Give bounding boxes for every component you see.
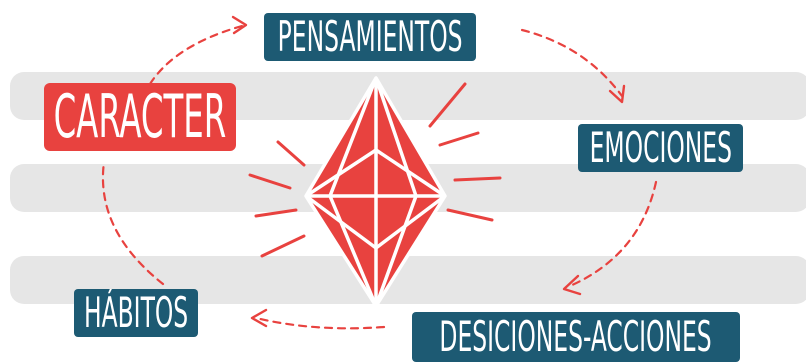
arrow-habitos-to-caracter (101, 160, 165, 286)
label-desiciones-acciones: DESICIONES-ACCIONES (412, 312, 740, 362)
arrowhead-habitos (250, 308, 268, 328)
arrow-caracter-to-pensamientos (148, 24, 244, 86)
label-habitos: HÁBITOS (74, 289, 198, 337)
label-caracter: CARACTER (44, 83, 236, 151)
arrowhead-pensamientos (231, 15, 248, 35)
arrowhead-emociones (608, 84, 626, 104)
label-emociones: EMOCIONES (578, 124, 743, 172)
arrow-pensamientos-to-emociones (520, 28, 624, 98)
gem-rays (248, 82, 502, 258)
label-caracter-text: CARACTER (53, 83, 227, 151)
label-pensamientos-text: PENSAMIENTOS (277, 13, 463, 61)
label-pensamientos: PENSAMIENTOS (264, 13, 476, 61)
label-desiciones-acciones-text: DESICIONES-ACCIONES (439, 312, 713, 361)
label-habitos-text: HÁBITOS (83, 289, 189, 337)
arrow-emociones-to-desiciones (568, 180, 658, 288)
label-emociones-text: EMOCIONES (589, 124, 732, 172)
arrow-desiciones-to-habitos (254, 316, 386, 330)
red-diamond-gem-icon (304, 76, 447, 308)
arrowhead-desiciones (562, 274, 582, 296)
